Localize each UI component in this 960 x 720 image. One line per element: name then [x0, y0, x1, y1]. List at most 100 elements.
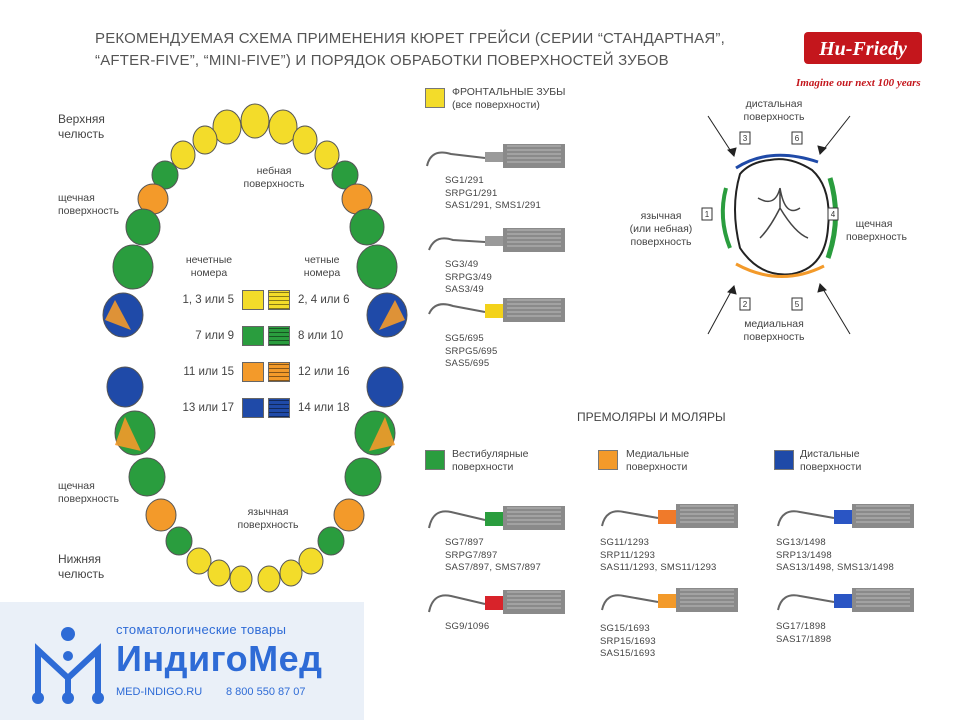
svg-text:4: 4: [831, 210, 836, 219]
tooth-lower-5: [128, 457, 166, 497]
lower-quadrant-overlay-right: [369, 417, 395, 451]
distal-color-swatch: [774, 450, 794, 470]
dental-arch-diagram: [102, 103, 408, 593]
tooth-upper-8: [151, 160, 179, 190]
hu-friedy-logo: Hu-Friedy: [804, 32, 922, 64]
mesial-surface-label: медиальная поверхность: [743, 318, 805, 343]
instrument-posterior-2b: SG15/1693 SRP15/1693 SAS15/1693: [598, 584, 748, 661]
tooth-upper-2: [240, 103, 270, 139]
indigomed-phone[interactable]: 8 800 550 87 07: [226, 686, 306, 698]
svg-text:2: 2: [743, 300, 748, 309]
indigomed-tagline: стоматологические товары: [116, 622, 287, 637]
curette-icon: [426, 144, 565, 168]
lower-buccal-label: щечная поверхность: [58, 480, 119, 505]
anterior-color-swatch: [425, 88, 445, 108]
tooth-outline: [734, 158, 830, 276]
legend-swatch-even-yellow: [268, 290, 290, 310]
tooth-upper-1: [212, 109, 242, 145]
tooth-upper-7: [314, 140, 340, 170]
curette-icon: [428, 506, 565, 530]
instrument-anterior-1: SG1/291 SRPG1/291 SAS1/291, SMS1/291: [425, 138, 565, 213]
page-title: РЕКОМЕНДУЕМАЯ СХЕМА ПРИМЕНЕНИЯ КЮРЕТ ГРЕ…: [95, 30, 725, 69]
palatal-surface-label: небная поверхность: [243, 165, 305, 190]
legend-row-green: 7 или 9 8 или 10: [160, 326, 360, 346]
legend-swatch-odd-orange: [242, 362, 264, 382]
even-numbers-header: четные номера: [303, 254, 341, 279]
tooth-lower-9: [165, 526, 193, 556]
legend-row-blue: 13 или 17 14 или 18: [160, 398, 360, 418]
tooth-upper-15: [356, 244, 398, 290]
svg-text:3: 3: [743, 134, 748, 143]
tooth-upper-9: [331, 160, 359, 190]
lower-arch: [106, 366, 404, 593]
tooth-upper-4: [192, 125, 218, 155]
tooth-lower-12: [298, 547, 324, 575]
tooth-lower-6: [344, 457, 382, 497]
svg-text:5: 5: [795, 300, 800, 309]
upper-quadrant-overlay-right: [379, 300, 405, 330]
legend-swatch-even-orange: [268, 362, 290, 382]
curette-icon: [428, 228, 565, 252]
tooth-lower-1: [106, 366, 144, 408]
arrow-5-icon: [819, 283, 851, 335]
indigomed-banner: стоматологические товары ИндигоМед MED-I…: [0, 602, 364, 720]
brand-tagline: Imagine our next 100 years: [796, 77, 921, 89]
legend-row-yellow: 1, 3 или 5 2, 4 или 6: [160, 290, 360, 310]
tooth-lower-15: [229, 565, 253, 593]
odd-numbers-header: нечетные номера: [185, 254, 233, 279]
mesial-surface-arc: [735, 262, 825, 278]
tooth-upper-6: [170, 140, 196, 170]
posterior-title: ПРЕМОЛЯРЫ И МОЛЯРЫ: [577, 410, 726, 424]
upper-buccal-label: щечная поверхность: [58, 192, 119, 217]
svg-text:6: 6: [795, 134, 800, 143]
distal-surface-arc: [735, 153, 819, 170]
legend-row-orange: 11 или 15 12 или 16: [160, 362, 360, 382]
tooth-lower-2: [366, 366, 404, 408]
curette-icon: [777, 588, 914, 612]
tooth-upper-3: [268, 109, 298, 145]
instrument-anterior-2: SG3/49 SRPG3/49 SAS3/49: [425, 222, 565, 297]
lingual-surface-arc: [720, 187, 732, 249]
tooth-lower-14: [279, 559, 303, 587]
tooth-lower-7: [145, 498, 177, 532]
indigomed-site[interactable]: MED-INDIGO.RU: [116, 686, 203, 698]
legend-swatch-odd-blue: [242, 398, 264, 418]
curette-icon: [777, 504, 914, 528]
lower-quadrant-overlay-left: [115, 417, 141, 451]
arrow-icons: [707, 115, 851, 335]
tooth-lower-10: [317, 526, 345, 556]
curette-icon: [601, 504, 738, 528]
distal-surface-label: дистальная поверхность: [743, 98, 805, 123]
legend-swatch-odd-yellow: [242, 290, 264, 310]
legend-swatch-even-green: [268, 326, 290, 346]
vestibular-heading: Вестибулярные поверхности: [452, 448, 529, 473]
tooth-upper-12: [125, 208, 161, 246]
instrument-posterior-1a: SG7/897 SRPG7/897 SAS7/897, SMS7/897: [425, 500, 565, 575]
instrument-posterior-3a: SG13/1498 SRP13/1498 SAS13/1498, SMS13/1…: [774, 500, 924, 575]
color-legend: 1, 3 или 5 2, 4 или 6 7 или 9 8 или 10 1…: [160, 290, 360, 418]
instrument-posterior-1b: SG9/1096: [425, 584, 565, 634]
svg-text:Hu-Friedy: Hu-Friedy: [818, 38, 907, 60]
tooth-lower-11: [186, 547, 212, 575]
lingual-tooth-label: язычная (или небная) поверхность: [629, 210, 693, 248]
instrument-anterior-3: SG5/695 SRPG5/695 SAS5/695: [425, 292, 565, 371]
anterior-heading: ФРОНТАЛЬНЫЕ ЗУБЫ (все поверхности): [452, 86, 566, 111]
legend-swatch-even-blue: [268, 398, 290, 418]
indigomed-logo-icon: [32, 627, 104, 704]
curette-icon: [428, 298, 565, 322]
tooth-lower-16: [257, 565, 281, 593]
buccal-tooth-label: щечная поверхность: [846, 218, 907, 243]
mesial-color-swatch: [598, 450, 618, 470]
curette-icon: [428, 590, 565, 614]
tooth-surface-diagram: 1 2 3 4 5 6: [701, 115, 851, 335]
tooth-upper-5: [292, 125, 318, 155]
arrow-2-icon: [707, 285, 735, 335]
mesial-heading: Медиальные поверхности: [626, 448, 690, 473]
surface-number-boxes: 1 2 3 4 5 6: [701, 131, 839, 311]
distal-heading: Дистальные поверхности: [800, 448, 862, 473]
tooth-lower-13: [207, 559, 231, 587]
tooth-fissures: [757, 187, 809, 239]
indigomed-brand: ИндигоМед: [116, 638, 323, 679]
lingual-surface-label: язычная поверхность: [237, 506, 299, 531]
upper-quadrant-overlay-left: [105, 300, 131, 330]
